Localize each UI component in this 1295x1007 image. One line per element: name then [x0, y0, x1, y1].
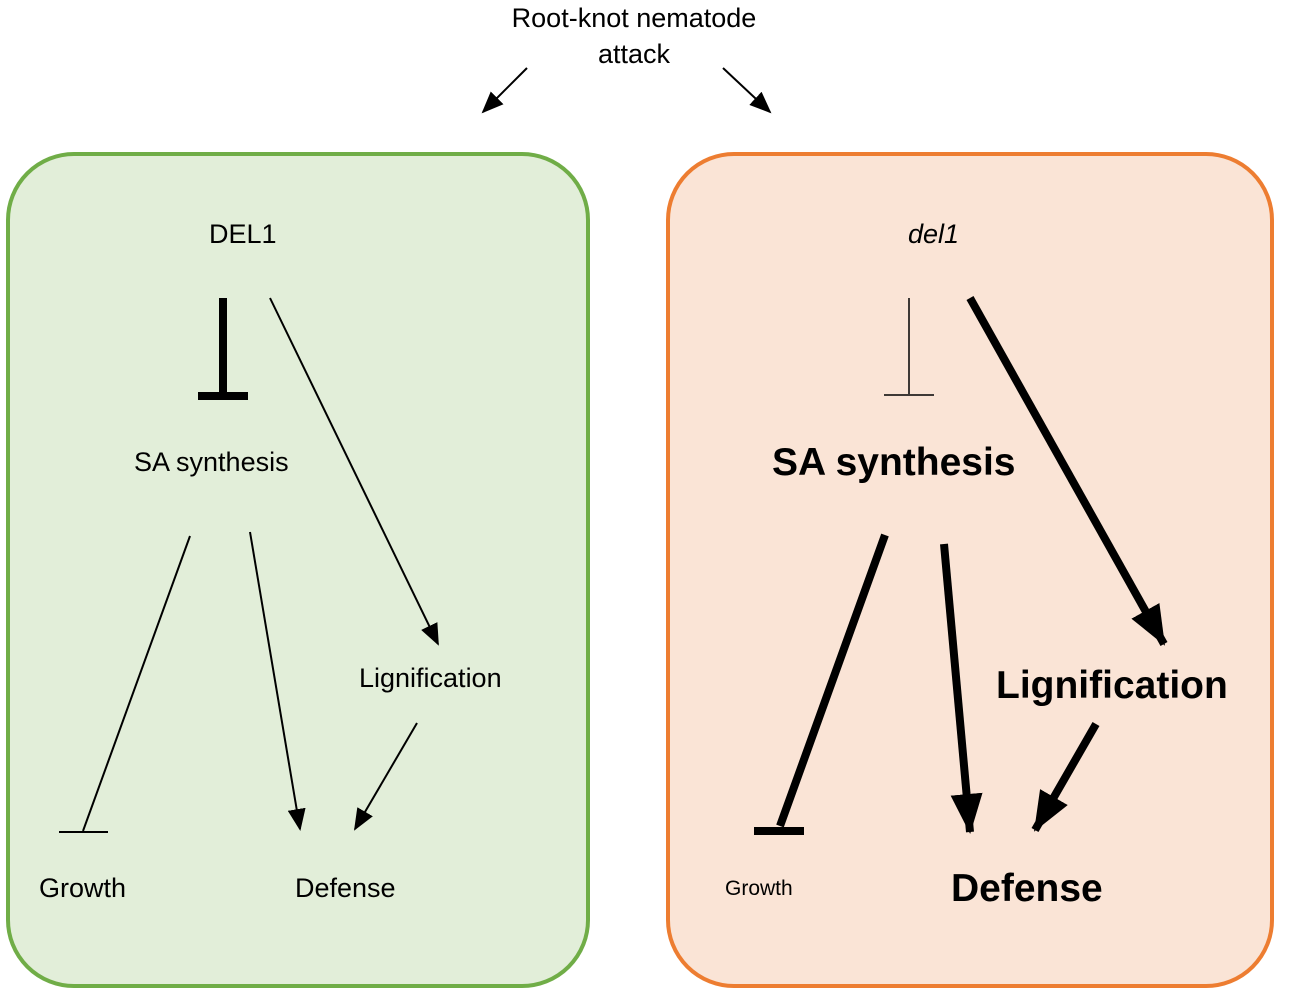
wildtype-lignification-label: Lignification [359, 663, 502, 693]
del1-inhibits-sa [198, 298, 248, 400]
mutant-defense-label: Defense [951, 867, 1103, 910]
wildtype-panel [6, 152, 590, 988]
sa-to-defense-strong-arrow [940, 543, 983, 834]
wildtype-defense-label: Defense [295, 873, 396, 903]
del1-to-lignification-arrow [269, 297, 439, 646]
attack-to-wildtype-arrow [481, 67, 528, 114]
sa-strongly-inhibits-growth [754, 533, 889, 835]
lignification-to-defense-strong-arrow [1031, 722, 1100, 832]
lignification-to-defense-arrow [353, 722, 418, 831]
mutant-sa-synthesis-label: SA synthesis [772, 441, 1016, 484]
mutant-lignification-label: Lignification [996, 664, 1228, 707]
mutant-panel [666, 152, 1274, 988]
mutant-gene-label: del1 [908, 219, 960, 249]
nematode-attack-line1: Root-knot nematode [511, 3, 757, 33]
nematode-attack-line2: attack [597, 39, 671, 69]
mutant-growth-label: Growth [725, 877, 793, 900]
wildtype-growth-label: Growth [39, 873, 127, 903]
attack-to-mutant-arrow [722, 67, 772, 114]
sa-to-defense-arrow [249, 531, 306, 831]
wildtype-gene-label: DEL1 [209, 219, 277, 249]
sa-inhibits-growth [59, 535, 191, 833]
nematode-attack-label: Root-knot nematode attack [434, 0, 834, 72]
del1-to-lignification-strong-arrow [966, 296, 1168, 646]
del1-weakly-inhibits-sa [884, 298, 934, 396]
wildtype-sa-synthesis-label: SA synthesis [134, 447, 289, 477]
